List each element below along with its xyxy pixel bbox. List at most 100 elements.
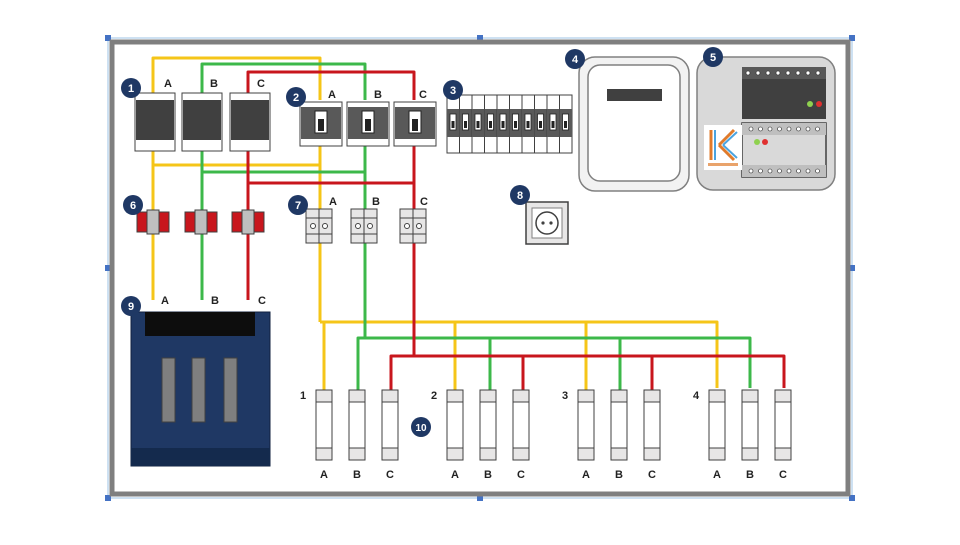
- strip-breaker-9[interactable]: [546, 94, 560, 154]
- output-fuse-4-b[interactable]: [741, 389, 759, 461]
- wire-c-top: [246, 70, 416, 100]
- badge-1: 1: [121, 78, 141, 98]
- wire-b-top: [200, 62, 367, 100]
- handle-top-center[interactable]: [477, 35, 483, 41]
- output-fuse-4-a[interactable]: [708, 389, 726, 461]
- output-fuse-1-a[interactable]: [315, 389, 333, 461]
- strip-breaker-8[interactable]: [534, 94, 548, 154]
- badge-number: 7: [295, 200, 301, 212]
- badge-number: 2: [293, 92, 299, 104]
- transformer: A B C: [130, 295, 271, 467]
- outlet-group-number: 2: [431, 390, 437, 402]
- badge-3: 3: [443, 80, 463, 100]
- strip-breaker-3[interactable]: [471, 94, 485, 154]
- main-breaker-a[interactable]: [134, 92, 176, 152]
- controller-unit-top: [742, 67, 826, 119]
- badge-number: 3: [450, 85, 456, 97]
- breakers-2-label-b: B: [374, 89, 382, 101]
- output-fuse-2-c[interactable]: [512, 389, 530, 461]
- output-fuse-1-c[interactable]: [381, 389, 399, 461]
- terminal-block-a[interactable]: [305, 208, 333, 244]
- terminal-block-b[interactable]: [350, 208, 378, 244]
- fuse-holder-b[interactable]: [184, 209, 218, 235]
- fuses-7-label-a: A: [329, 196, 337, 208]
- badge-9: 9: [121, 296, 141, 316]
- output-fuse-label: B: [353, 469, 361, 481]
- fuses-7-label-c: C: [420, 196, 428, 208]
- output-fuse-3-c[interactable]: [643, 389, 661, 461]
- badge-5: 5: [703, 47, 723, 67]
- switch-breaker-a[interactable]: [299, 101, 343, 147]
- strip-breaker-6[interactable]: [509, 94, 523, 154]
- handle-top-right[interactable]: [849, 35, 855, 41]
- breakers-1-label-a: A: [164, 78, 172, 90]
- wires: [151, 56, 786, 390]
- output-fuse-1-b[interactable]: [348, 389, 366, 461]
- breakers-1-label-b: B: [210, 78, 218, 90]
- badge-7: 7: [288, 195, 308, 215]
- strip-breaker-4[interactable]: [484, 94, 498, 154]
- handle-bottom-left[interactable]: [105, 495, 111, 501]
- main-breaker-b[interactable]: [181, 92, 223, 152]
- switch-breakers: A B C: [299, 89, 437, 147]
- output-fuse-label: C: [648, 469, 656, 481]
- controller-unit-bottom: [741, 122, 827, 178]
- breakers-2-label-a: A: [328, 89, 336, 101]
- selection-handles[interactable]: [105, 35, 855, 501]
- output-fuse-label: C: [386, 469, 394, 481]
- switch-breaker-b[interactable]: [346, 101, 390, 147]
- wire-c-bus: [389, 354, 786, 390]
- terminal-blocks: A B C: [305, 196, 428, 244]
- fuse-holders-red: [136, 209, 265, 235]
- output-fuse-label: A: [713, 469, 721, 481]
- transformer-label-c: C: [258, 295, 266, 307]
- output-fuse-2-a[interactable]: [446, 389, 464, 461]
- transformer-label-b: B: [211, 295, 219, 307]
- switch-breaker-c[interactable]: [393, 101, 437, 147]
- badge-number: 1: [128, 83, 134, 95]
- wire-a-bus: [320, 320, 719, 388]
- electricity-meter: [578, 56, 690, 192]
- strip-breaker-10[interactable]: [559, 94, 573, 154]
- fuse-holder-c[interactable]: [231, 209, 265, 235]
- wall-socket-icon[interactable]: [525, 201, 569, 245]
- output-fuse-3-a[interactable]: [577, 389, 595, 461]
- strip-breaker-2[interactable]: [459, 94, 473, 154]
- output-fuse-4-c[interactable]: [774, 389, 792, 461]
- handle-bottom-center[interactable]: [477, 495, 483, 501]
- output-fuse-3-b[interactable]: [610, 389, 628, 461]
- meter-display: [607, 89, 662, 101]
- handle-bottom-right[interactable]: [849, 495, 855, 501]
- strip-breaker-1[interactable]: [446, 94, 460, 154]
- badge-number: 9: [128, 301, 134, 313]
- strip-breaker-7[interactable]: [521, 94, 535, 154]
- handle-top-left[interactable]: [105, 35, 111, 41]
- fuses-7-label-b: B: [372, 196, 380, 208]
- output-fuse-2-b[interactable]: [479, 389, 497, 461]
- breaker-strip: [446, 94, 573, 154]
- terminal-block-c[interactable]: [399, 208, 427, 244]
- badge-number: 6: [130, 200, 136, 212]
- handle-middle-left[interactable]: [105, 265, 111, 271]
- badge-number: 8: [517, 190, 523, 202]
- outlet-group-number: 1: [300, 390, 306, 402]
- wire-a-top: [151, 56, 322, 100]
- strip-breaker-5[interactable]: [496, 94, 510, 154]
- output-fuse-label: A: [451, 469, 459, 481]
- main-breaker-c[interactable]: [229, 92, 271, 152]
- output-fuse-label: C: [779, 469, 787, 481]
- fuse-holder-a[interactable]: [136, 209, 170, 235]
- kk-logo-icon: [704, 125, 742, 170]
- outlet-group-number: 3: [562, 390, 568, 402]
- outlet-group-number: 4: [693, 390, 700, 402]
- transformer-label-a: A: [161, 295, 169, 307]
- handle-middle-right[interactable]: [849, 265, 855, 271]
- output-fuse-label: A: [582, 469, 590, 481]
- badge-4: 4: [565, 49, 585, 69]
- badge-number: 4: [572, 54, 579, 66]
